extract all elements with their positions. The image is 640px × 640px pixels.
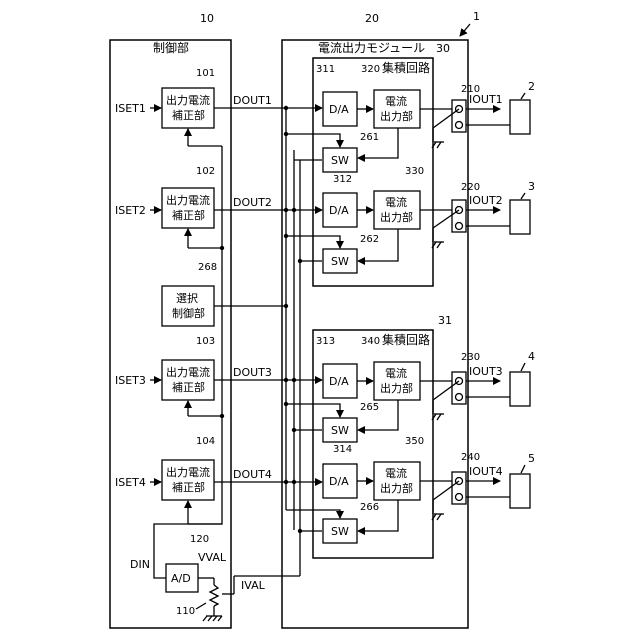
out4-label-1: 電流 <box>385 466 407 480</box>
output-terminal-1 <box>452 100 466 132</box>
term2-ref: 220 <box>461 182 480 193</box>
dout4-label: DOUT4 <box>233 468 272 481</box>
ival-label: IVAL <box>241 579 266 592</box>
ad-label: A/D <box>171 572 191 585</box>
da3-ref: 313 <box>316 336 335 347</box>
out1-label-1: 電流 <box>385 94 407 108</box>
load4-ref: 5 <box>528 452 535 465</box>
corr3-label-1: 出力電流 <box>166 365 210 379</box>
iout1-label: IOUT1 <box>469 93 503 106</box>
corr4-label-1: 出力電流 <box>166 465 210 479</box>
term4-ref: 240 <box>461 452 480 463</box>
corr4-ref: 104 <box>196 436 215 447</box>
da1-ref: 311 <box>316 64 335 75</box>
load3-ref: 4 <box>528 350 535 363</box>
out1-label-2: 出力部 <box>380 109 413 123</box>
vval-label: VVAL <box>198 551 227 564</box>
corr1-label-1: 出力電流 <box>166 93 210 107</box>
out3-ref: 340 <box>361 336 380 347</box>
da2-label: D/A <box>329 204 349 217</box>
da2-ref: 312 <box>333 174 352 185</box>
iset4-label: ISET4 <box>115 476 146 489</box>
da4-label: D/A <box>329 475 349 488</box>
sensor-resistor <box>210 585 218 606</box>
sw4-label: SW <box>331 525 349 538</box>
iout4-label: IOUT4 <box>469 465 503 478</box>
system-ref-arrow <box>460 24 470 36</box>
sw2-label: SW <box>331 255 349 268</box>
load2-ref: 3 <box>528 180 535 193</box>
ic1-title: 集積回路 <box>382 60 430 75</box>
iset1-label: ISET1 <box>115 102 146 115</box>
corr2-ref: 102 <box>196 166 215 177</box>
out4-label-2: 出力部 <box>380 481 413 495</box>
control-unit-ref: 10 <box>200 12 214 25</box>
iout3-label: IOUT3 <box>469 365 503 378</box>
iset3-label: ISET3 <box>115 374 146 387</box>
da3-label: D/A <box>329 375 349 388</box>
sel-ref: 268 <box>198 262 217 273</box>
load-4 <box>510 372 530 406</box>
dout1-label: DOUT1 <box>233 94 272 107</box>
output-terminal-2 <box>452 200 466 232</box>
corr1-ref: 101 <box>196 68 215 79</box>
corr4-label-2: 補正部 <box>172 480 205 494</box>
load-2 <box>510 100 530 134</box>
sw3-ref: 265 <box>360 402 379 413</box>
current-module-ref: 20 <box>365 12 379 25</box>
sel-label-1: 選択 <box>176 291 198 305</box>
ic2-ref: 31 <box>438 314 452 327</box>
sel-label-2: 制御部 <box>172 306 205 320</box>
iset2-label: ISET2 <box>115 204 146 217</box>
load-3 <box>510 200 530 234</box>
out2-label-2: 出力部 <box>380 210 413 224</box>
load1-ref: 2 <box>528 80 535 93</box>
dout3-label: DOUT3 <box>233 366 272 379</box>
ic1-ref: 30 <box>436 42 450 55</box>
dout2-label: DOUT2 <box>233 196 272 209</box>
ad-ref: 120 <box>190 534 209 545</box>
da1-label: D/A <box>329 103 349 116</box>
sw1-ref: 261 <box>360 132 379 143</box>
corr3-label-2: 補正部 <box>172 380 205 394</box>
corr2-label-2: 補正部 <box>172 208 205 222</box>
ic2-title: 集積回路 <box>382 332 430 347</box>
corr2-label-1: 出力電流 <box>166 193 210 207</box>
control-unit-title: 制御部 <box>153 40 189 55</box>
out1-ref: 320 <box>361 64 380 75</box>
sw2-ref: 262 <box>360 234 379 245</box>
out2-ref: 330 <box>405 166 424 177</box>
out3-label-2: 出力部 <box>380 381 413 395</box>
out3-label-1: 電流 <box>385 366 407 380</box>
output-terminal-3 <box>452 372 466 404</box>
sw1-label: SW <box>331 154 349 167</box>
out4-ref: 350 <box>405 436 424 447</box>
out2-label-1: 電流 <box>385 195 407 209</box>
sw4-ref: 266 <box>360 502 379 513</box>
corr3-ref: 103 <box>196 336 215 347</box>
din-label: DIN <box>130 558 150 571</box>
output-terminal-4 <box>452 472 466 504</box>
system-ref: 1 <box>473 10 480 23</box>
sensor-ref: 110 <box>176 606 195 617</box>
iout2-label: IOUT2 <box>469 194 503 207</box>
sw3-label: SW <box>331 424 349 437</box>
current-module-title: 電流出力モジュール <box>318 41 425 55</box>
load-5 <box>510 474 530 508</box>
term3-ref: 230 <box>461 352 480 363</box>
da4-ref: 314 <box>333 444 352 455</box>
corr1-label-2: 補正部 <box>172 108 205 122</box>
